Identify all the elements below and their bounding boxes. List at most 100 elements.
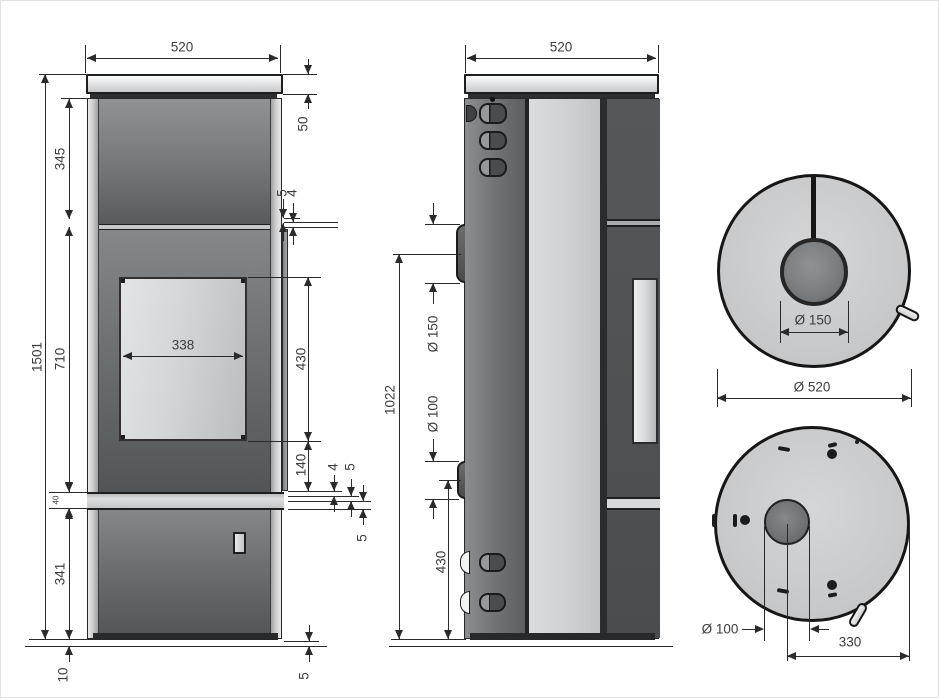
ext-line: [288, 501, 371, 502]
dim-line: [283, 223, 284, 241]
arrow: [65, 210, 73, 219]
arrow: [65, 99, 73, 108]
dim-line: [433, 283, 434, 304]
base-section: [99, 510, 270, 633]
dim-air-diameter-label: Ø 100: [425, 395, 441, 433]
arrow: [429, 452, 437, 461]
bolt-mark: [733, 514, 737, 527]
stove-body: [460, 97, 660, 640]
bottom-view: Ø 100 330: [691, 411, 938, 697]
control-knob: [479, 553, 506, 572]
dim-line: [69, 99, 70, 219]
arrow: [359, 492, 367, 501]
dim-line: [433, 203, 434, 224]
right-pillar: [270, 99, 281, 638]
ext-line: [911, 369, 912, 407]
arrow: [65, 630, 73, 639]
ext-line: [425, 499, 459, 500]
ext-line: [288, 491, 342, 492]
arrow: [305, 646, 313, 655]
dim-line: [433, 439, 434, 461]
arrow: [304, 441, 312, 450]
ext-line: [284, 641, 319, 642]
dim-line: [780, 332, 848, 333]
window-corner-mark: [121, 435, 125, 439]
dim-line: [813, 629, 829, 630]
dim-air-offset-label: 330: [838, 634, 862, 650]
arrow: [347, 501, 355, 510]
dim-line: [293, 203, 294, 222]
bolt-dot: [855, 440, 859, 444]
flue-outlet-bump: [456, 224, 465, 283]
ext-line: [61, 98, 87, 99]
ext-line: [280, 45, 281, 73]
arrow: [395, 254, 403, 263]
dim-base-section-label: 341: [52, 562, 68, 586]
ext-line: [391, 639, 466, 640]
dim-line: [308, 441, 309, 491]
dim-line: [308, 277, 309, 441]
dim-shelf-gap-a-label: 4: [325, 463, 341, 471]
arrow: [304, 432, 312, 441]
dim-base-edge-gap-label: 5: [296, 672, 312, 680]
arrow: [839, 328, 848, 336]
rear-shell: [465, 99, 525, 638]
arrow: [279, 223, 287, 232]
control-knob: [479, 103, 507, 124]
ext-line: [909, 521, 910, 661]
dim-body-diameter-label: Ø 520: [793, 379, 831, 395]
arrow: [304, 94, 312, 103]
ext-line: [780, 301, 781, 343]
mount-boss: [460, 551, 470, 574]
dim-flue-height-label: 1022: [382, 384, 398, 416]
arrow: [304, 482, 312, 491]
arrow: [304, 65, 312, 74]
arrow: [289, 213, 297, 222]
dim-shelf-band-label: 40: [51, 495, 61, 505]
ext-line: [283, 74, 317, 75]
arrow: [444, 480, 452, 489]
door-edge-strip: [282, 229, 288, 491]
dim-line: [448, 480, 449, 639]
control-knob: [479, 131, 507, 150]
arrow: [359, 509, 367, 518]
dim-line: [293, 227, 294, 245]
dim-width-label: 520: [170, 39, 194, 55]
dim-below-window-label: 140: [293, 453, 309, 477]
dim-line: [433, 499, 434, 519]
ext-line: [658, 45, 659, 73]
ext-line: [288, 496, 359, 497]
arrow: [65, 227, 73, 236]
upper-drum-section: [99, 99, 270, 224]
dim-shelf-gap-b-label: 5: [342, 463, 358, 471]
top-view: Ø 150 Ø 520: [691, 141, 938, 431]
arrow: [780, 328, 789, 336]
top-plate: [86, 74, 283, 94]
bolt-dot: [827, 449, 837, 459]
arrow: [647, 54, 656, 62]
ext-line: [425, 283, 460, 284]
side-view: 520 1022 Ø 150 Ø 100 430: [381, 1, 691, 697]
ext-line: [288, 509, 371, 510]
control-knob: [479, 593, 506, 612]
arrow: [902, 394, 911, 402]
dim-line: [742, 629, 762, 630]
floor-line: [25, 646, 327, 647]
arrow: [304, 277, 312, 286]
arrow: [65, 646, 73, 655]
ext-line: [248, 441, 321, 442]
arrow: [65, 483, 73, 492]
dim-window-width-label: 338: [171, 337, 195, 353]
ext-line: [49, 492, 87, 493]
arrow: [87, 54, 96, 62]
arrow: [900, 652, 909, 660]
control-knob: [479, 158, 507, 177]
ext-line: [848, 301, 849, 343]
dim-line: [283, 199, 284, 218]
ext-line: [465, 45, 466, 73]
arrow: [429, 215, 437, 224]
plinth: [93, 633, 278, 640]
ext-line: [717, 369, 718, 407]
arrow: [234, 352, 243, 360]
